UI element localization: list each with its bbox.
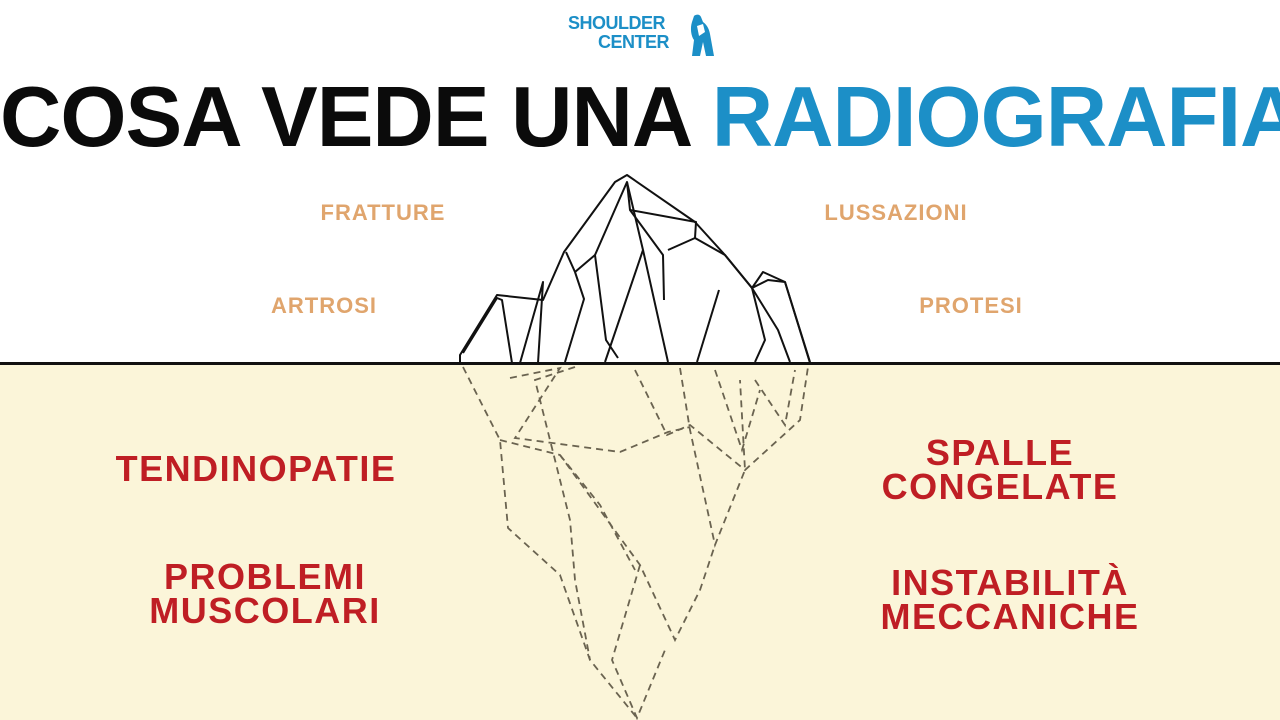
shoulder-center-logo: SHOULDER CENTER <box>568 12 718 62</box>
logo-text-line2: CENTER <box>598 32 670 52</box>
label-fratture: FRATTURE <box>320 200 446 225</box>
label-tendinopatie: TENDINOPATIE <box>90 448 422 489</box>
iceberg-submerged <box>462 366 809 720</box>
label-tendinopatie-line1: TENDINOPATIE <box>115 448 397 489</box>
label-spalle-congelate-line1: SPALLE <box>925 432 1075 473</box>
label-spalle-congelate: SPALLE CONGELATE <box>860 432 1140 507</box>
logo-text-line1: SHOULDER <box>568 13 666 33</box>
title-part-2: RADIOGRAFIA <box>711 70 1280 165</box>
label-problemi-muscolari-line2: MUSCOLARI <box>149 590 381 631</box>
label-lussazioni: LUSSAZIONI <box>824 200 968 225</box>
label-instabilita-meccaniche-line1: INSTABILITÀ <box>891 562 1129 603</box>
title-part-1: COSA VEDE UNA <box>0 70 712 165</box>
label-artrosi: ARTROSI <box>271 293 377 318</box>
iceberg-tip <box>459 174 811 364</box>
page-title: COSA VEDE UNA RADIOGRAFIA <box>0 68 1280 168</box>
shoulder-figure-icon <box>690 14 714 56</box>
label-instabilita-meccaniche-line2: MECCANICHE <box>880 596 1140 637</box>
label-spalle-congelate-line2: CONGELATE <box>881 466 1119 507</box>
label-problemi-muscolari: PROBLEMI MUSCOLARI <box>120 556 410 631</box>
waterline <box>0 362 1280 365</box>
label-instabilita-meccaniche: INSTABILITÀ MECCANICHE <box>860 562 1160 637</box>
label-problemi-muscolari-line1: PROBLEMI <box>163 556 366 597</box>
water-area <box>0 364 1280 720</box>
label-protesi: PROTESI <box>919 293 1023 318</box>
